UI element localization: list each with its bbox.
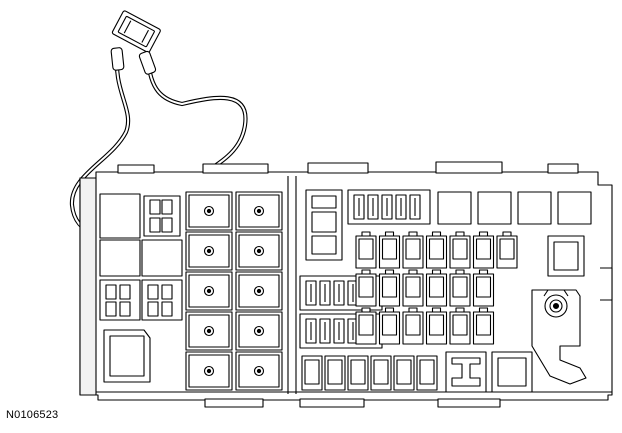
right-fuse-grid bbox=[302, 192, 591, 390]
mini-fuse bbox=[474, 232, 494, 268]
maxi-relay-columns bbox=[186, 192, 282, 390]
maxi-relay bbox=[236, 312, 282, 350]
mini-fuse bbox=[356, 270, 376, 306]
middle-fuse-strips bbox=[300, 190, 430, 348]
maxi-relay bbox=[236, 232, 282, 270]
blade-fuse bbox=[112, 10, 161, 53]
maxi-relay bbox=[236, 192, 282, 230]
mini-fuse bbox=[380, 308, 400, 344]
mini-fuse bbox=[427, 270, 447, 306]
maxi-relay bbox=[186, 272, 232, 310]
mini-fuse bbox=[450, 308, 470, 344]
mini-fuse-cluster bbox=[142, 280, 182, 320]
maxi-relay bbox=[236, 352, 282, 390]
bottom-relay bbox=[371, 356, 391, 390]
mini-fuse bbox=[403, 270, 423, 306]
mini-fuse bbox=[403, 232, 423, 268]
mini-fuse bbox=[497, 232, 517, 268]
mini-fuse bbox=[450, 232, 470, 268]
maxi-relay bbox=[186, 312, 232, 350]
maxi-relay bbox=[186, 192, 232, 230]
figure-reference-code: N0106523 bbox=[6, 409, 59, 421]
mini-fuse-cluster bbox=[144, 196, 180, 236]
mini-fuse bbox=[403, 308, 423, 344]
bottom-relay bbox=[302, 356, 322, 390]
maxi-relay bbox=[236, 272, 282, 310]
mini-fuse bbox=[380, 270, 400, 306]
mini-fuse bbox=[427, 308, 447, 344]
left-relays bbox=[100, 194, 182, 382]
mini-fuse bbox=[474, 270, 494, 306]
maxi-relay bbox=[186, 232, 232, 270]
battery-stud bbox=[532, 290, 586, 384]
maxi-relay bbox=[186, 352, 232, 390]
bottom-relay bbox=[417, 356, 437, 390]
mini-fuse-cluster bbox=[100, 280, 140, 320]
bottom-relay bbox=[394, 356, 414, 390]
mini-fuse bbox=[450, 270, 470, 306]
bottom-relay bbox=[325, 356, 345, 390]
mini-fuse bbox=[356, 308, 376, 344]
mini-fuse bbox=[356, 232, 376, 268]
right-side-components bbox=[446, 236, 586, 392]
mini-fuse bbox=[427, 232, 447, 268]
bottom-relay bbox=[348, 356, 368, 390]
mini-fuse bbox=[380, 232, 400, 268]
mini-fuse bbox=[474, 308, 494, 344]
